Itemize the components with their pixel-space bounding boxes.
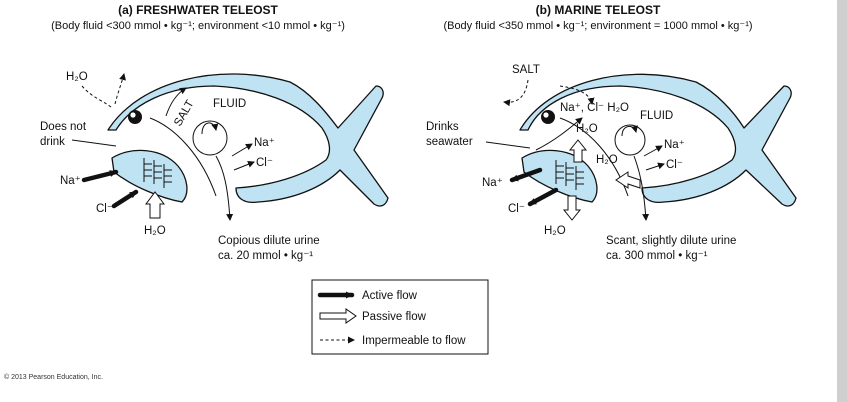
marine-fish-body <box>519 73 797 207</box>
marine-panel: (b) MARINE TELEOST (Body fluid <350 mmol… <box>426 3 797 262</box>
marine-h2o-passive-arrow <box>562 195 582 221</box>
copyright: © 2013 Pearson Education, Inc. <box>4 373 103 381</box>
marine-drinks-label-2: seawater <box>426 136 473 148</box>
freshwater-gut-line <box>149 117 217 197</box>
freshwater-urine-label-1: Copious dilute urine <box>218 235 320 247</box>
freshwater-na-out-label: Na⁺ <box>254 137 275 149</box>
marine-na-cl-h2o-label: Na⁺, Cl⁻ H₂O <box>560 102 629 114</box>
freshwater-cl-in-label: Cl⁻ <box>96 203 113 215</box>
legend-active-label: Active flow <box>362 290 418 302</box>
marine-cl-active-arrow <box>527 187 559 207</box>
marine-title: (b) MARINE TELEOST <box>536 3 661 17</box>
marine-kidney <box>614 124 646 156</box>
marine-gill-filaments <box>555 160 584 190</box>
marine-salt-label: SALT <box>512 64 540 76</box>
freshwater-fluid-label: FLUID <box>213 98 246 110</box>
freshwater-na-active-arrow <box>81 169 119 183</box>
legend: Active flow Passive flow Impermeable to … <box>311 279 489 355</box>
marine-urine-arrow <box>633 155 650 221</box>
freshwater-urine-arrow <box>215 155 234 221</box>
freshwater-salt-label: SALT <box>172 98 196 128</box>
freshwater-na-in-label: Na⁺ <box>60 175 81 187</box>
marine-salt-dashed-arrow <box>503 79 529 107</box>
right-edge-divider <box>837 0 847 402</box>
marine-drinks-label-1: Drinks <box>426 121 459 133</box>
freshwater-kidney <box>192 120 228 156</box>
marine-eye <box>541 110 555 124</box>
freshwater-subtitle: (Body fluid <300 mmol • kg⁻¹; environmen… <box>51 20 345 32</box>
freshwater-title: (a) FRESHWATER TELEOST <box>118 3 278 17</box>
freshwater-panel: (a) FRESHWATER TELEOST (Body fluid <300 … <box>40 3 389 262</box>
marine-urine-label-1: Scant, slightly dilute urine <box>606 235 736 247</box>
marine-urine-label-2: ca. 300 mmol • kg⁻¹ <box>606 250 708 262</box>
marine-cl-out-label: Cl⁻ <box>666 159 683 171</box>
freshwater-cl-out-label: Cl⁻ <box>256 157 273 169</box>
legend-passive-label: Passive flow <box>362 311 427 323</box>
marine-h2o-gill-label: H₂O <box>544 225 566 237</box>
marine-drink-arrow <box>535 117 583 151</box>
freshwater-eye <box>128 110 142 124</box>
freshwater-fish-body <box>107 73 389 207</box>
marine-fluid-label: FLUID <box>640 110 673 122</box>
marine-na-active-arrow <box>509 167 543 183</box>
marine-kidney-passive-arrow <box>615 171 641 189</box>
marine-gut-passive-arrow <box>568 139 588 163</box>
marine-na-gill-label: Na⁺ <box>482 177 503 189</box>
freshwater-gill-filaments <box>143 158 172 188</box>
marine-subtitle: (Body fluid <350 mmol • kg⁻¹; environmen… <box>443 20 752 32</box>
freshwater-h2o-dashed-arrow <box>81 85 113 109</box>
freshwater-h2o-passive-arrow <box>145 191 165 219</box>
freshwater-h2o-gill-label: H₂O <box>144 225 166 237</box>
marine-cl-gill-label: Cl⁻ <box>508 203 525 215</box>
marine-na-out-label: Na⁺ <box>664 139 685 151</box>
freshwater-cl-active-arrow <box>111 189 139 209</box>
freshwater-does-not-drink-label-1: Does not <box>40 121 87 133</box>
freshwater-urine-label-2: ca. 20 mmol • kg⁻¹ <box>218 250 313 262</box>
marine-gill <box>521 149 598 203</box>
freshwater-does-not-drink-label-2: drink <box>40 136 65 148</box>
marine-mouth-pointer <box>485 141 531 149</box>
freshwater-h2o-top-label: H₂O <box>66 71 88 83</box>
legend-impermeable-label: Impermeable to flow <box>362 335 466 347</box>
legend-passive-arrow <box>319 308 357 324</box>
marine-h2o-gut-label: H₂O <box>576 123 598 135</box>
marine-h2o-kidney-label: H₂O <box>596 154 618 166</box>
freshwater-mouth-pointer <box>71 139 117 147</box>
